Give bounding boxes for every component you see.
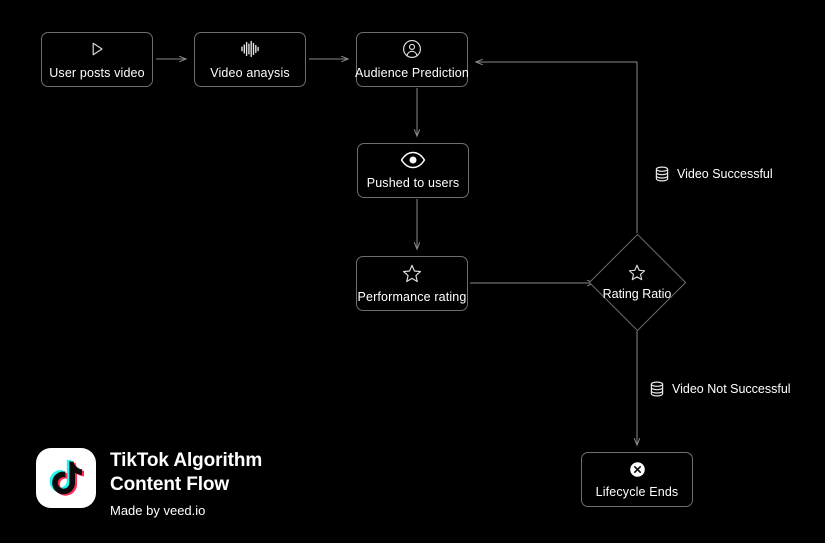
node-lifecycle-ends[interactable]: Lifecycle Ends [581,452,693,507]
node-rating-ratio[interactable]: Rating Ratio [588,233,686,331]
branding-block: TikTok Algorithm Content Flow Made by ve… [36,448,262,519]
edge-rating-ratio-to-audience-prediction [476,62,638,233]
node-performance-rating[interactable]: Performance rating [356,256,468,311]
diamond-content: Rating Ratio [588,233,686,331]
user-circle-icon [402,39,422,59]
node-label: Audience Prediction [354,66,470,80]
branding-text: TikTok Algorithm Content Flow Made by ve… [110,448,262,519]
edge-label-video-not-successful: Video Not Successful [650,381,791,397]
eye-icon [400,151,426,169]
database-icon [655,166,669,182]
brand-title-line2: Content Flow [110,473,230,495]
node-label: Performance rating [357,289,467,304]
star-icon [402,264,422,283]
brand-subtitle: Made by veed.io [110,503,206,518]
node-user-posts-video[interactable]: User posts video [41,32,153,87]
node-label: Video anaysis [210,66,290,80]
node-video-anaysis[interactable]: Video anaysis [194,32,306,87]
database-icon [650,381,664,397]
tiktok-logo [36,448,96,508]
brand-title-line1: TikTok Algorithm [110,450,263,471]
node-pushed-to-users[interactable]: Pushed to users [357,143,469,198]
x-circle-icon [629,461,646,478]
edge-label-video-successful: Video Successful [655,166,773,182]
node-label: User posts video [49,66,145,80]
audio-waveform-icon [239,39,261,59]
star-icon [628,264,646,281]
node-label: Lifecycle Ends [595,484,679,499]
node-audience-prediction[interactable]: Audience Prediction [354,32,470,87]
node-label: Rating Ratio [602,286,672,301]
edge-label-text: Video Successful [677,167,773,181]
play-icon [87,39,107,59]
brand-title: TikTok Algorithm Content Flow [110,449,262,496]
node-label: Pushed to users [366,176,460,190]
edge-label-text: Video Not Successful [672,382,791,396]
